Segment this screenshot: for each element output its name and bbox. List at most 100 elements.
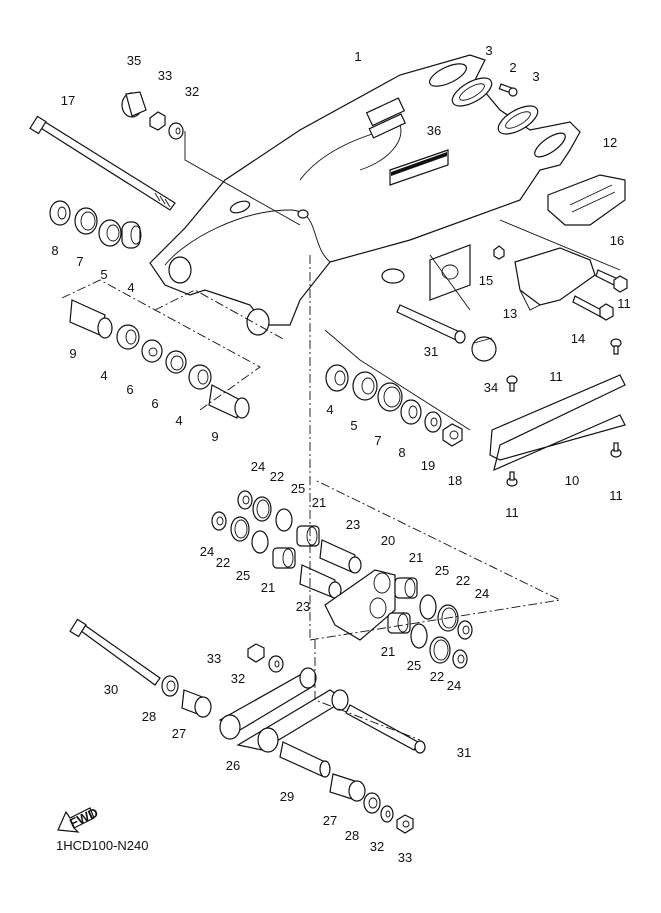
callout-c4b: 4: [100, 368, 107, 383]
collar-part-23a[interactable]: [319, 539, 362, 574]
callout-c22a: 22: [270, 469, 284, 484]
cap-part-34[interactable]: [471, 336, 497, 362]
bearing-part-21a[interactable]: [296, 525, 320, 547]
spacer-part-9b[interactable]: [208, 384, 250, 419]
callout-c13: 13: [503, 306, 517, 321]
callout-c2: 2: [509, 60, 516, 75]
callout-labels: 1233353332173612875416151311149466493134…: [51, 43, 630, 865]
collar-part-8-left[interactable]: [49, 200, 71, 226]
callout-c23a: 23: [346, 517, 360, 532]
relay-arm-part-20[interactable]: [324, 569, 396, 641]
callout-c25a: 25: [291, 481, 305, 496]
spacer-part-9a[interactable]: [69, 299, 113, 339]
callout-c16: 16: [610, 233, 624, 248]
assembly-guide-lines: [61, 131, 621, 741]
callout-c28a: 28: [142, 709, 156, 724]
callout-c32c: 32: [370, 839, 384, 854]
callout-c31a: 31: [424, 344, 438, 359]
o-ring-part-25d[interactable]: [410, 623, 428, 649]
nut-part-33-top[interactable]: [149, 111, 166, 131]
forward-arrow-icon: FWD: [57, 805, 100, 833]
callout-c7b: 7: [374, 433, 381, 448]
bearing-part-5-left[interactable]: [98, 219, 122, 247]
nut-part-33-mid[interactable]: [247, 643, 265, 663]
oil-seal-part-7-left[interactable]: [74, 207, 98, 235]
bolt-part-30[interactable]: [69, 618, 161, 686]
collar-part-27a[interactable]: [181, 689, 212, 718]
callout-c6b: 6: [151, 396, 158, 411]
callout-c30: 30: [104, 682, 118, 697]
collar-part-23b[interactable]: [299, 564, 342, 599]
oil-seal-part-24a[interactable]: [237, 490, 253, 510]
washer-part-22d[interactable]: [429, 636, 451, 664]
washer-part-19[interactable]: [424, 411, 442, 433]
oil-seal-part-24d[interactable]: [452, 649, 468, 669]
chain-guide-part-12[interactable]: [547, 174, 626, 226]
o-ring-part-25b[interactable]: [251, 530, 269, 554]
chain-slider-part-10[interactable]: [489, 374, 626, 472]
washer-part-22b[interactable]: [230, 516, 250, 542]
bearing-part-4c[interactable]: [188, 364, 212, 390]
adjuster-plate-part-3a[interactable]: [448, 72, 496, 111]
bearing-part-4-left[interactable]: [121, 221, 142, 249]
connecting-rod-part-26[interactable]: [218, 667, 349, 753]
washer-part-6a[interactable]: [141, 339, 163, 363]
bearing-part-21c[interactable]: [394, 577, 418, 599]
callout-c28b: 28: [345, 828, 359, 843]
bearing-part-21b[interactable]: [272, 547, 296, 569]
callout-c4d: 4: [326, 402, 333, 417]
bearing-part-5b[interactable]: [352, 371, 378, 401]
bearing-part-4b[interactable]: [116, 324, 140, 350]
collar-part-8b[interactable]: [400, 399, 422, 425]
nut-part-15[interactable]: [493, 245, 505, 260]
bolt-part-2[interactable]: [498, 83, 518, 97]
callout-c19: 19: [421, 458, 435, 473]
callout-c26: 26: [226, 758, 240, 773]
callout-c24a: 24: [251, 459, 265, 474]
callout-c24b: 24: [475, 586, 489, 601]
callout-c34: 34: [484, 380, 498, 395]
adjuster-plate-part-3b[interactable]: [494, 100, 542, 139]
pivot-shaft-part-17[interactable]: [29, 115, 176, 211]
bearing-part-4d[interactable]: [325, 364, 349, 392]
callout-c4a: 4: [127, 280, 134, 295]
washer-part-22a[interactable]: [252, 496, 272, 522]
washer-part-32-top[interactable]: [168, 122, 184, 140]
bolt-part-31-top[interactable]: [396, 304, 466, 344]
bearing-part-28b[interactable]: [363, 792, 381, 814]
o-ring-part-25a[interactable]: [275, 508, 293, 532]
bolt-part-31-bottom[interactable]: [345, 704, 426, 754]
callout-c3a: 3: [485, 43, 492, 58]
callout-c11a: 11: [617, 296, 631, 311]
oil-seal-part-24b[interactable]: [211, 511, 227, 531]
callout-c23b: 23: [296, 599, 310, 614]
bolt-part-14[interactable]: [572, 295, 614, 321]
bearing-part-28a[interactable]: [161, 675, 179, 697]
bearing-part-21d[interactable]: [387, 612, 411, 634]
callout-c24d: 24: [447, 678, 461, 693]
bracket-part-13[interactable]: [514, 247, 596, 311]
drawing-code: 1HCD100-N240: [56, 838, 149, 853]
callout-c21b: 21: [409, 550, 423, 565]
bolt-part-16[interactable]: [595, 269, 628, 293]
shaft-part-29[interactable]: [279, 741, 331, 778]
seal-part-6b[interactable]: [165, 350, 187, 374]
label-sticker-part-36[interactable]: [389, 149, 449, 186]
o-ring-part-25c[interactable]: [419, 594, 437, 620]
swingarm-part-1[interactable]: [149, 54, 581, 336]
cap-part-35[interactable]: [121, 91, 147, 118]
callout-c25d: 25: [407, 658, 421, 673]
screw-part-11b[interactable]: [506, 375, 518, 392]
nut-part-33-bottom[interactable]: [396, 814, 414, 834]
screw-part-11d[interactable]: [610, 442, 622, 458]
screw-part-11a[interactable]: [610, 338, 622, 355]
oil-seal-part-7b[interactable]: [377, 382, 403, 412]
callout-c6a: 6: [126, 382, 133, 397]
washer-part-32-bottom[interactable]: [380, 805, 394, 823]
collar-part-27b[interactable]: [329, 773, 366, 802]
screw-part-11c[interactable]: [506, 471, 518, 487]
washer-part-32-mid[interactable]: [268, 655, 284, 673]
oil-seal-part-24c[interactable]: [457, 620, 473, 640]
nut-part-18[interactable]: [442, 423, 463, 447]
